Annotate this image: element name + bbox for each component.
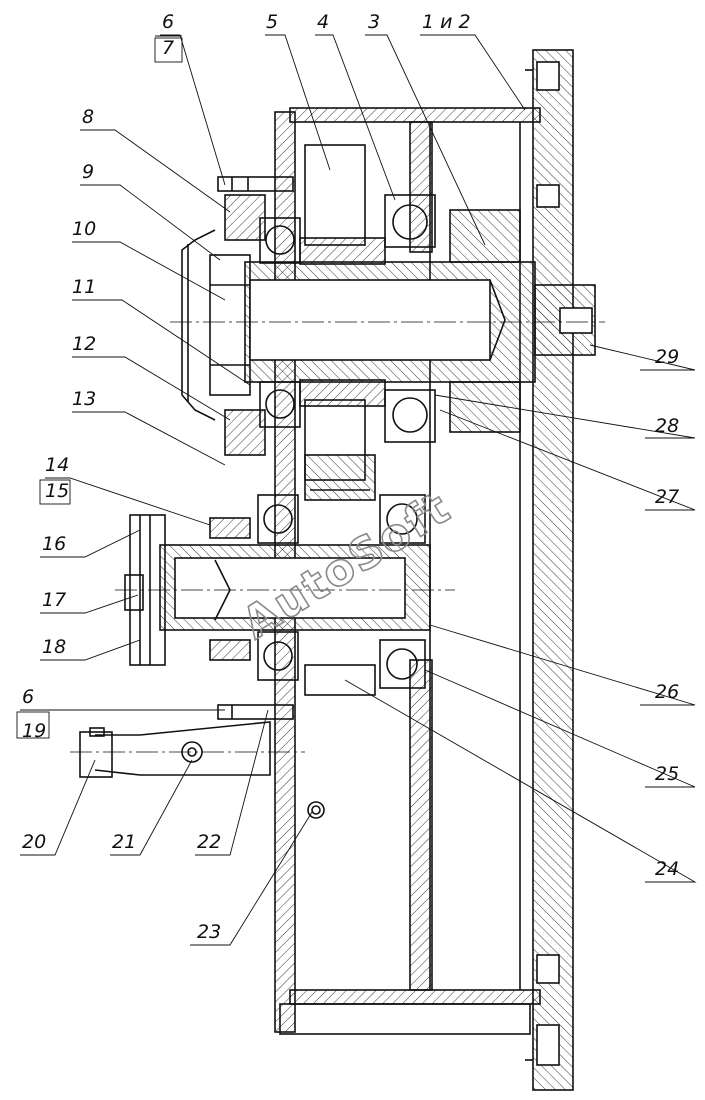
callout-label: 26 [655,681,679,703]
callout-label: 15 [45,480,69,502]
callout-label: 11 [72,276,96,298]
callout-label: 13 [72,388,96,410]
callout-label: 12 [72,333,96,355]
callout-label: 17 [42,589,66,611]
callout-label: 28 [655,415,679,437]
callout-label: 10 [72,218,96,240]
callout-label: 6 [22,686,34,708]
callout-label: 19 [22,720,46,742]
callout-label: 7 [162,37,174,59]
callout-label: 9 [82,161,94,183]
callout-label: 16 [42,533,66,555]
callout-label: 8 [82,106,94,128]
callout-label: 23 [197,921,221,943]
callout-labels: 6 7 5 4 3 1 и 2 8 9 10 11 12 13 14 15 16… [16,11,679,943]
callout-label: 21 [112,831,136,853]
callout-label: 1 и 2 [422,11,471,33]
callout-label: 22 [197,831,221,853]
lower-shaft-assembly [124,454,431,720]
callout-label: 6 [162,11,174,33]
callout-label: 29 [655,346,679,368]
callout-label: 4 [317,11,329,33]
callout-label: 5 [266,11,278,33]
callout-label: 14 [45,454,69,476]
callout-label: 27 [655,486,679,508]
leader-lines [20,34,697,946]
callout-label: 24 [655,858,679,880]
callout-label: 3 [368,11,380,33]
callout-label: 25 [655,763,679,785]
callout-label: 18 [42,636,66,658]
callout-label: 20 [22,831,46,853]
centerlines [70,321,605,753]
